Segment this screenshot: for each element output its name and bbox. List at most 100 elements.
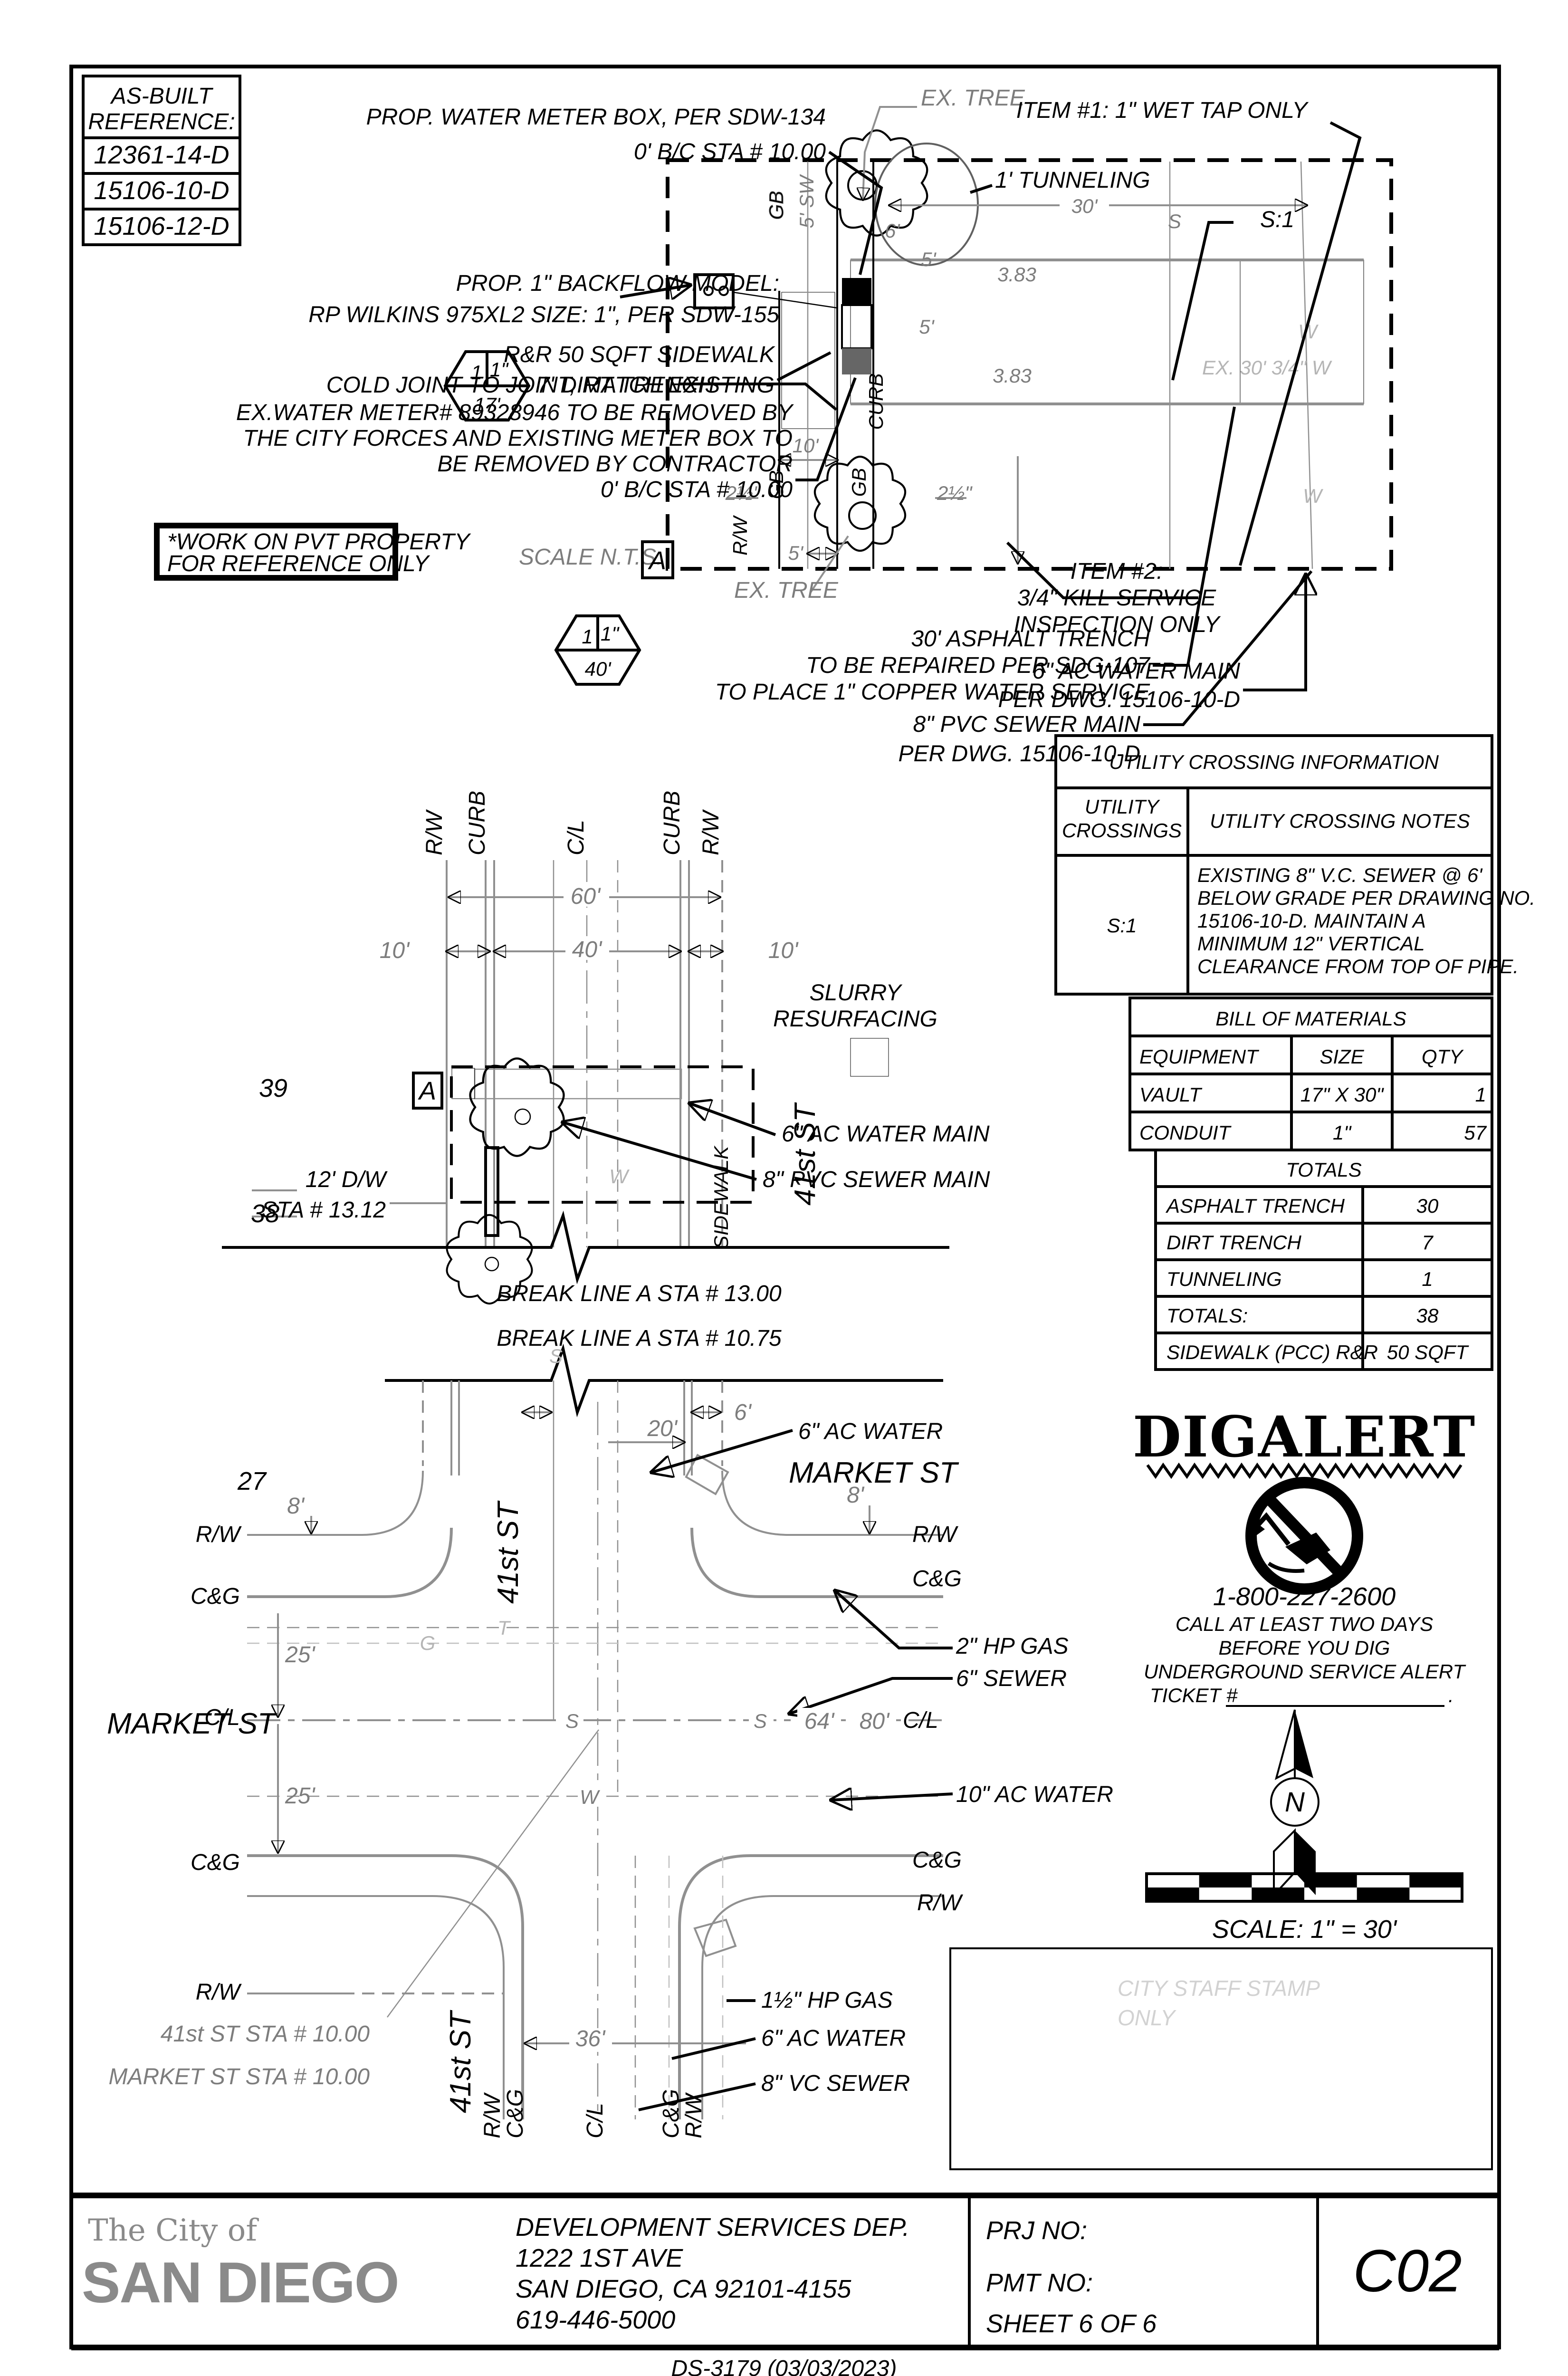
note-tunneling: 1' TUNNELING — [995, 168, 1150, 193]
stamp-box: CITY STAFF STAMP ONLY — [949, 1947, 1493, 2170]
totals-r2-label: DIRT TRENCH — [1166, 1231, 1302, 1254]
gb-label-b1: GB — [765, 470, 787, 499]
hex17-17ft: 17' — [474, 393, 501, 416]
curb-label: CURB — [865, 373, 887, 430]
dim-5ft-a: 5' — [921, 248, 937, 270]
logo-swoosh-2 — [470, 2224, 500, 2283]
mid-acmain: 6" AC WATER MAIN — [782, 1121, 990, 1147]
ix-market-left: MARKET ST — [107, 1707, 277, 1740]
digalert-logo-text: DIGALERT — [1133, 1404, 1476, 1470]
mid-plan-labels: R/W CURB C/L CURB R/W 60' 10' 40' 10' 39… — [251, 791, 990, 1367]
north-n: N — [1285, 1787, 1305, 1818]
note-exmeter-2: THE CITY FORCES AND EXISTING METER BOX T… — [243, 426, 793, 451]
note-sewer-2: PER DWG. 15106-10-D — [898, 741, 1140, 766]
note-item2-c: INSPECTION ONLY — [1013, 612, 1221, 637]
ix-s-marker-1: S — [754, 1710, 767, 1732]
ix-dim-8-l: 8' — [287, 1494, 305, 1519]
bom-title: BILL OF MATERIALS — [1215, 1007, 1406, 1030]
ix-rw-br: R/W — [917, 1890, 964, 1916]
utility-crossing-table: UTILITY CROSSING INFORMATION UTILITY CRO… — [1054, 734, 1535, 996]
note-sidewalk-1: R&R 50 SQFT SIDEWALK — [504, 342, 775, 367]
totals-table: TOTALS ASPHALT TRENCH 30 DIRT TRENCH 7 T… — [1154, 1149, 1493, 1371]
hex17-1: 1 — [471, 361, 482, 383]
ix-rw-bl: R/W — [196, 1980, 242, 2005]
note-exmeter-3: BE REMOVED BY CONTRACTOR — [437, 451, 793, 477]
mid-rw-2: R/W — [698, 809, 724, 855]
ix-rot-cg-2: C&G — [659, 2089, 684, 2138]
bill-of-materials-table: BILL OF MATERIALS EQUIPMENT SIZE QTY VAU… — [1128, 996, 1493, 1151]
ix-cg-br: C&G — [912, 1848, 962, 1873]
ix-cg-right: C&G — [912, 1566, 962, 1591]
mid-dim-40: 40' — [572, 937, 602, 962]
totals-r3-label: TUNNELING — [1166, 1268, 1282, 1290]
bom-r2-qty: 57 — [1464, 1121, 1487, 1144]
pvt-property-box: *WORK ON PVT PROPERTY FOR REFERENCE ONLY — [154, 523, 471, 581]
digalert-l2: BEFORE YOU DIG — [1219, 1637, 1390, 1659]
totals-r5-val: 50 SQFT — [1387, 1341, 1470, 1363]
ix-rot-rw-1: R/W — [480, 2092, 505, 2138]
dim-3-83-a: 3.83 — [997, 263, 1036, 286]
bom-h-equipment: EQUIPMENT — [1139, 1045, 1260, 1068]
ix-dim-25-u: 25' — [285, 1642, 316, 1667]
sewer-line-marker: S — [1168, 210, 1181, 232]
hex17-1in: 1" — [490, 358, 509, 381]
note-sewer-1: 8" PVC SEWER MAIN — [913, 712, 1141, 737]
totals-r5-label: SIDEWALK (PCC) R&R — [1166, 1341, 1378, 1363]
ix-41st-upper: 41st ST — [492, 1500, 525, 1604]
note-backflow-2: RP WILKINS 975XL2 SIZE: 1", PER SDW-155 — [308, 302, 779, 327]
ix-t-marker: T — [497, 1617, 511, 1639]
stamp-l1: CITY STAFF STAMP — [1118, 1976, 1320, 2001]
note-acmain-1: 6" AC WATER MAIN — [1032, 659, 1240, 684]
hex40-1in: 1" — [601, 623, 620, 645]
totals-r2-val: 7 — [1422, 1231, 1434, 1254]
tb-sheet-code: C02 — [1353, 2238, 1462, 2304]
tb-prj: PRJ NO: — [986, 2216, 1087, 2245]
mid-dim-60: 60' — [571, 884, 601, 909]
utab-n2: BELOW GRADE PER DRAWING NO. — [1197, 887, 1535, 909]
note-meterbox-1: PROP. WATER METER BOX, PER SDW-134 — [366, 105, 826, 130]
station-hex-17: 1 1" 17' — [443, 350, 531, 422]
digalert-phone: 1-800-227-2600 — [1213, 1582, 1396, 1611]
ix-rot-cl: C/L — [583, 2103, 608, 2138]
dw-2: STA # 13.12 — [262, 1198, 386, 1223]
ix-dim-36: 36' — [575, 2026, 606, 2051]
note-asphalt-2: TO BE REPAIRED PER SDG-107 — [806, 653, 1151, 678]
note-exmeter-1: EX.WATER METER# 89328946 TO BE REMOVED B… — [236, 400, 794, 425]
ix-s-marker-2: S — [565, 1710, 579, 1732]
dw-1: 12' D/W — [306, 1167, 388, 1192]
ix-rot-cg-1: C&G — [503, 2089, 528, 2138]
intersection-labels: 41st ST 6' 20' 6" AC WATER MARKET ST 8' … — [107, 1400, 1113, 2138]
ix-dim-6: 6' — [734, 1400, 752, 1425]
section-a-box-2: A — [412, 1072, 443, 1110]
note-backflow-1: PROP. 1" BACKFLOW MODEL: — [456, 271, 779, 296]
stamp-l2: ONLY — [1118, 2005, 1176, 2030]
utab-title: UTILITY CROSSING INFORMATION — [1109, 751, 1439, 773]
sheet-border — [69, 65, 1501, 2350]
slurry-1: SLURRY — [810, 980, 903, 1006]
bom-r1-equipment: VAULT — [1139, 1083, 1203, 1106]
note-asphalt-1: 30' ASPHALT TRENCH — [911, 626, 1150, 651]
dim-30ft: 30' — [1071, 195, 1099, 217]
scale-nts: SCALE N.T.S. — [519, 545, 662, 570]
totals-r1-label: ASPHALT TRENCH — [1165, 1195, 1345, 1217]
totals-title: TOTALS — [1286, 1159, 1362, 1181]
top-annotations: PROP. WATER METER BOX, PER SDW-134 0' B/… — [154, 86, 1362, 766]
asbuilt-ref-1: 12361-14-D — [94, 141, 229, 169]
bom-h-size: SIZE — [1319, 1045, 1364, 1068]
mid-rw-1: R/W — [422, 809, 447, 855]
bom-r1-qty: 1 — [1475, 1083, 1486, 1106]
ix-dim-25-b: 25' — [285, 1783, 316, 1809]
ix-gas-2: 2" HP GAS — [956, 1634, 1069, 1659]
rw-label-detail: R/W — [729, 515, 751, 556]
asbuilt-title-1: AS-BUILT — [110, 84, 214, 109]
mid-sidewalk: SIDEWALK — [710, 1145, 732, 1249]
scale-bar: SCALE: 1" = 30' — [1145, 1872, 1463, 1944]
sw-5ft-label: 5' SW — [795, 174, 818, 228]
hex40-1: 1 — [582, 625, 593, 648]
utab-n4: MINIMUM 12" VERTICAL — [1197, 932, 1425, 955]
mid-curb-1: CURB — [465, 791, 490, 855]
note-sidewalk-2: COLD JOINT TO JOINT, MATCH EXISTING — [326, 373, 774, 398]
asbuilt-ref-2: 15106-10-D — [94, 176, 229, 205]
mid-curb-2: CURB — [660, 791, 685, 855]
note-acmain-2: PER DWG. 15106-10-D — [998, 687, 1240, 712]
